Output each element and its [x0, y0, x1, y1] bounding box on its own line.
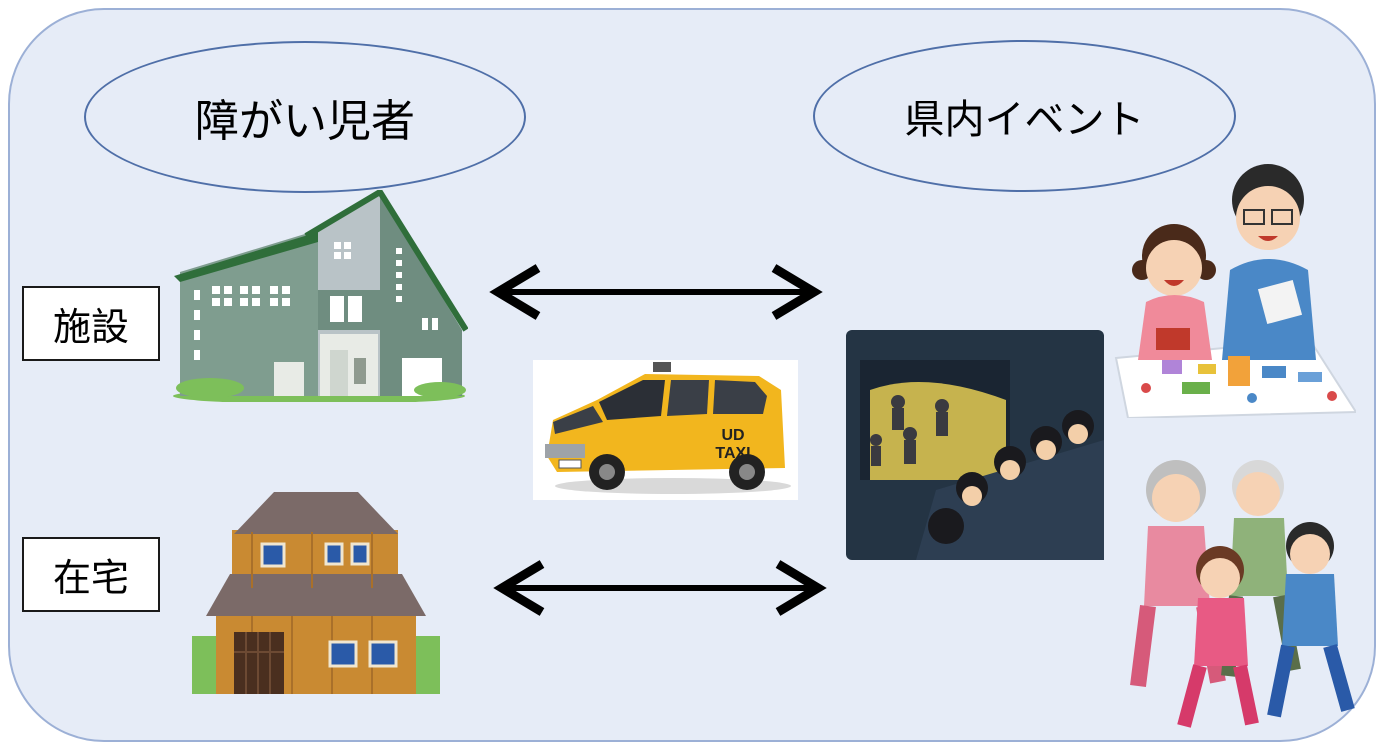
family-house-icon	[192, 492, 440, 696]
family-jogging-icon	[1118, 456, 1358, 734]
subject-oval: 障がい児者	[84, 41, 526, 193]
destination-label: 県内イベント	[904, 97, 1145, 143]
taxi-marking-bottom: TAXI	[715, 445, 750, 462]
theater-audience-icon	[846, 330, 1104, 560]
double-arrow-icon	[486, 262, 826, 322]
home-label: 在宅	[52, 556, 129, 600]
taxi-marking-top: UD	[721, 427, 744, 444]
home-label-box: 在宅	[22, 537, 160, 612]
facility-label: 施設	[52, 305, 129, 349]
destination-oval: 県内イベント	[813, 40, 1236, 192]
facility-building-icon	[170, 190, 468, 402]
double-arrow-icon	[490, 558, 830, 618]
taxi-van-icon: UD TAXI	[533, 360, 798, 500]
parent-child-craft-icon	[1112, 160, 1356, 418]
subject-label: 障がい児者	[195, 96, 415, 147]
facility-label-box: 施設	[22, 286, 160, 361]
